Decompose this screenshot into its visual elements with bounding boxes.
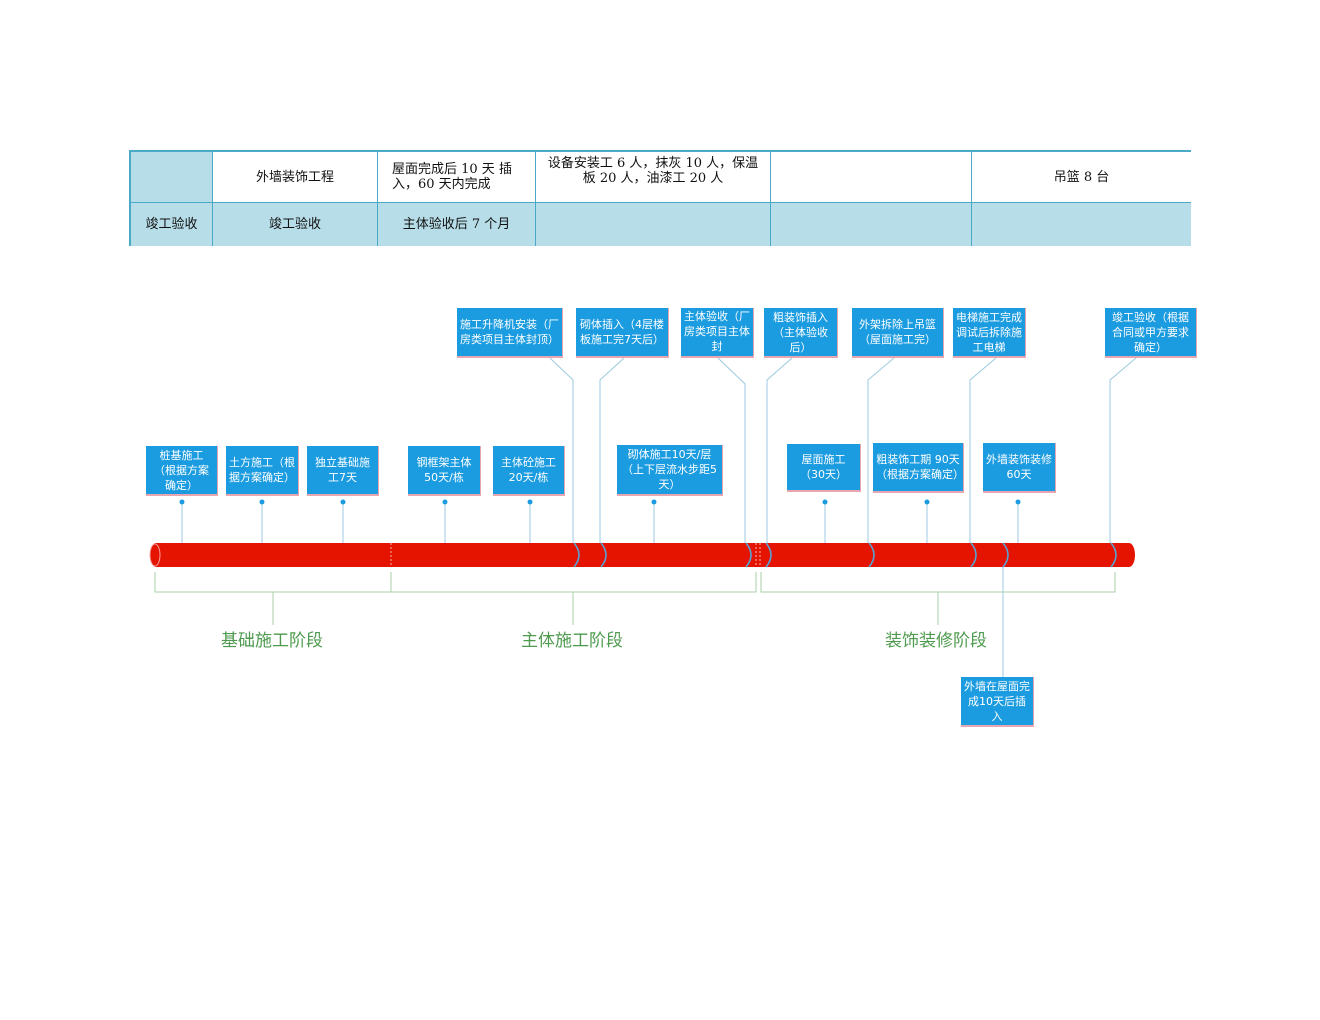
milestone-marker bbox=[1110, 542, 1117, 568]
milestone-marker bbox=[600, 542, 607, 568]
milestone-box-completion-acceptance: 竣工验收（根据合同或甲方要求确定） bbox=[1105, 308, 1197, 358]
connector-dot bbox=[179, 499, 185, 505]
connector-dots bbox=[179, 499, 1021, 505]
connector-line bbox=[717, 357, 746, 545]
connector-line bbox=[599, 357, 625, 545]
table-cell-item: 竣工验收 bbox=[213, 203, 378, 246]
table-cell-item: 外墙装饰工程 bbox=[213, 152, 378, 203]
milestone-marker bbox=[1002, 542, 1009, 568]
table-cell-phase bbox=[131, 152, 213, 203]
connector-line bbox=[969, 357, 997, 545]
phase-bracket bbox=[154, 572, 392, 593]
table-cell-col5 bbox=[771, 203, 972, 246]
table-cell-equipment: 吊篮 8 台 bbox=[972, 152, 1191, 203]
timeline-bar bbox=[150, 543, 1135, 567]
upper-connectors bbox=[549, 357, 1137, 678]
phase-label-foundation: 基础施工阶段 bbox=[221, 631, 323, 651]
milestone-marker bbox=[573, 542, 580, 568]
connector-dot bbox=[527, 499, 533, 505]
task-box-exterior-wall: 外墙装饰装修60天 bbox=[983, 443, 1056, 493]
connector-dot bbox=[651, 499, 657, 505]
task-box-steel-frame: 钢框架主体50天/栋 bbox=[408, 446, 481, 496]
milestone-box-structure-acceptance: 主体验收（厂房类项目主体封 bbox=[681, 308, 754, 358]
connector-dot bbox=[1015, 499, 1021, 505]
milestone-marker bbox=[745, 542, 752, 568]
table-cell-equipment bbox=[972, 203, 1191, 246]
connector-dot bbox=[924, 499, 930, 505]
table-cell-schedule: 主体验收后 7 个月 bbox=[378, 203, 536, 246]
task-box-concrete-structure: 主体砼施工20天/栋 bbox=[493, 446, 565, 496]
connector-dot bbox=[442, 499, 448, 505]
phase-label-decoration: 装饰装修阶段 bbox=[885, 631, 987, 651]
connector-line bbox=[549, 357, 574, 545]
task-box-rough-decoration: 粗装饰工期 90天（根据方案确定） bbox=[873, 443, 964, 493]
table-cell-col5 bbox=[771, 152, 972, 203]
connector-line bbox=[1109, 357, 1137, 545]
connector-dot bbox=[340, 499, 346, 505]
milestone-marker bbox=[765, 542, 772, 568]
milestone-box-hoist-install: 施工升降机安装（厂房类项目主体封顶） bbox=[457, 308, 563, 358]
connector-dot bbox=[822, 499, 828, 505]
connector-line bbox=[766, 357, 793, 545]
task-box-earthwork: 土方施工（根据方案确定） bbox=[226, 446, 299, 496]
milestone-box-elevator: 电梯施工完成调试后拆除施工电梯 bbox=[953, 308, 1026, 358]
task-box-independent-foundation: 独立基础施工7天 bbox=[307, 446, 379, 496]
task-box-masonry: 砌体施工10天/层（上下层流水步距5天） bbox=[617, 445, 723, 496]
table-cell-schedule: 屋面完成后 10 天 插 入，60 天内完成 bbox=[378, 152, 536, 203]
task-box-roofing: 屋面施工（30天） bbox=[787, 444, 861, 492]
table-cell-labor: 设备安装工 6 人，抹灰 10 人，保温板 20 人，油漆工 20 人 bbox=[536, 152, 771, 203]
table-cell-labor bbox=[536, 203, 771, 246]
task-box-pile-foundation: 桩基施工（根据方案确定） bbox=[146, 446, 218, 496]
lower-connectors bbox=[181, 502, 1019, 544]
milestone-marker bbox=[868, 542, 875, 568]
phase-brackets bbox=[154, 572, 1116, 625]
milestone-box-masonry-insert: 砌体插入（4层楼板施工完7天后） bbox=[576, 308, 669, 358]
table-cell-phase: 竣工验收 bbox=[131, 203, 213, 246]
milestone-marker bbox=[970, 542, 977, 568]
connector-dot bbox=[259, 499, 265, 505]
milestone-box-rough-decoration-insert: 粗装饰插入（主体验收后） bbox=[764, 308, 838, 358]
milestone-box-scaffold-removal: 外架拆除上吊篮（屋面施工完） bbox=[852, 308, 944, 358]
phase-bracket bbox=[760, 572, 1116, 593]
bar-end-cap bbox=[149, 543, 161, 567]
schedule-table: 外墙装饰工程 屋面完成后 10 天 插 入，60 天内完成 设备安装工 6 人，… bbox=[129, 150, 1191, 246]
phase-bracket bbox=[391, 572, 757, 593]
connector-line bbox=[867, 357, 895, 545]
phase-label-structure: 主体施工阶段 bbox=[521, 631, 623, 651]
milestone-markers bbox=[573, 542, 1117, 568]
milestone-box-exterior-wall-insert: 外墙在屋面完成10天后插入 bbox=[961, 677, 1034, 727]
